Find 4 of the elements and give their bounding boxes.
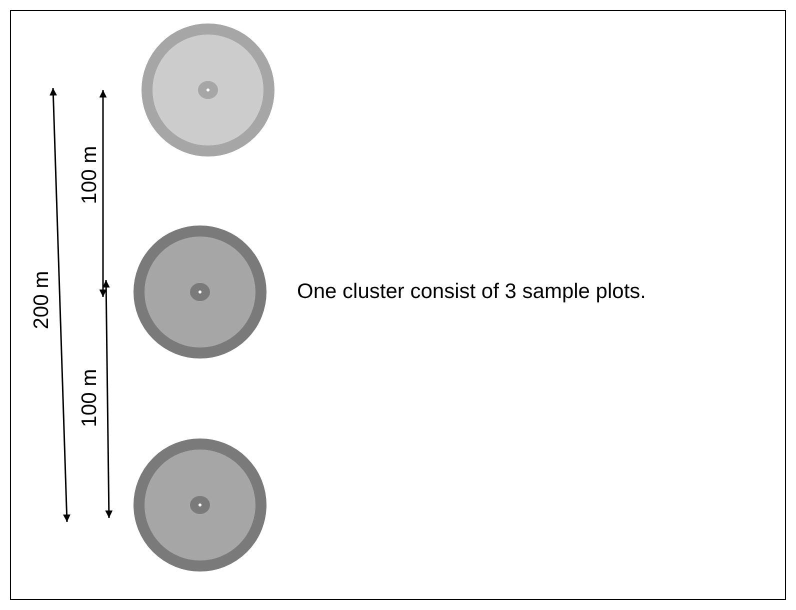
dimension-label: 100 m [78,368,102,428]
description-text: One cluster consist of 3 sample plots. [297,280,646,304]
dimension-label: 100 m [78,146,102,204]
dimension-label: 200 m [30,270,54,330]
